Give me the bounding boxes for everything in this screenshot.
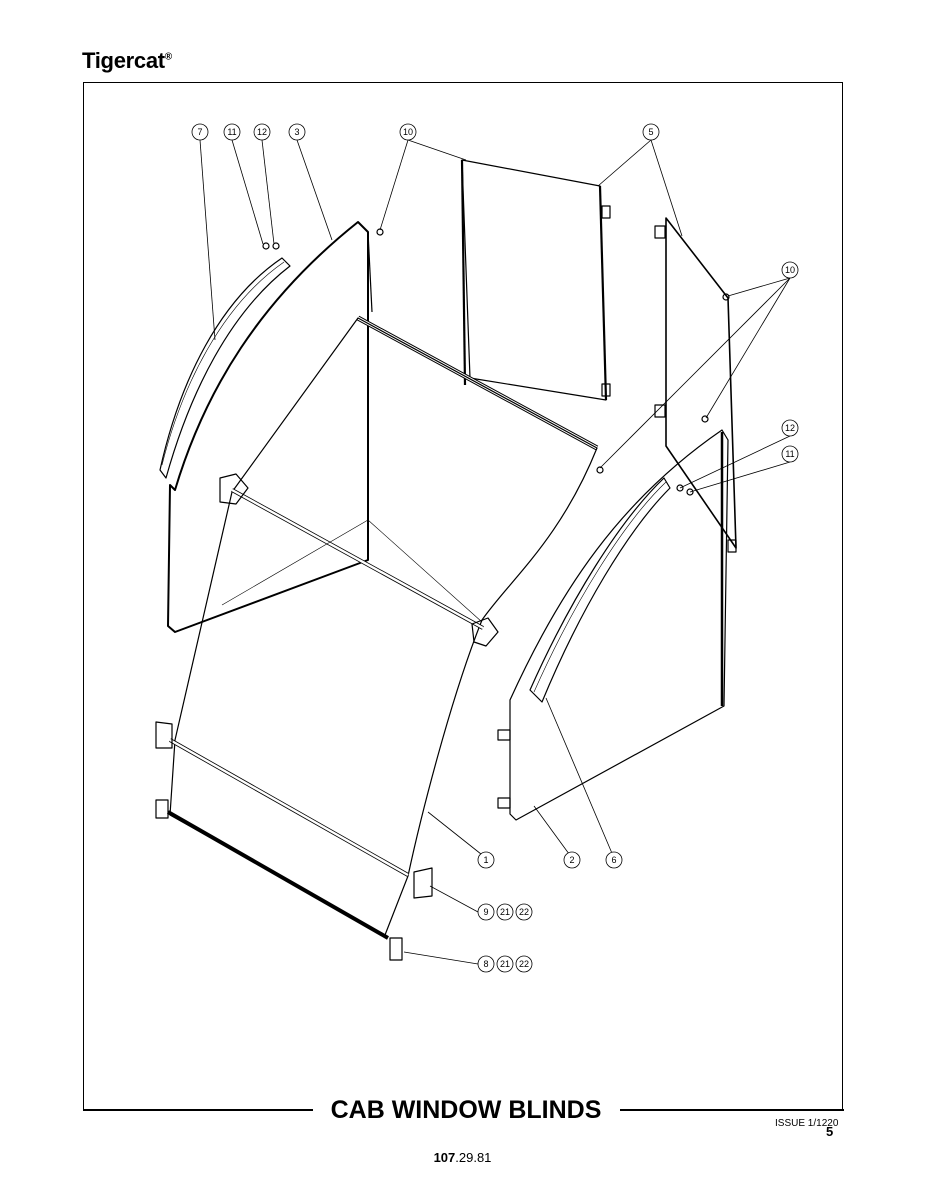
registered-mark: ® xyxy=(164,51,172,63)
issue-label: ISSUE 1/1220 xyxy=(775,1118,839,1129)
callout-22: 22 xyxy=(515,903,533,921)
svg-text:21: 21 xyxy=(500,959,510,969)
svg-text:7: 7 xyxy=(197,127,202,137)
svg-text:11: 11 xyxy=(227,127,236,137)
callout-10: 10 xyxy=(399,123,417,141)
svg-text:6: 6 xyxy=(611,855,616,865)
title-rule-right xyxy=(620,1109,844,1111)
svg-text:12: 12 xyxy=(257,127,267,137)
page-title: CAB WINDOW BLINDS xyxy=(330,1096,602,1124)
right-side-panel xyxy=(509,429,729,821)
right-rear-panel xyxy=(665,217,737,549)
front-blind xyxy=(169,317,598,936)
brand-logo: Tigercat® xyxy=(82,48,172,74)
svg-text:21: 21 xyxy=(500,907,510,917)
diagram-frame xyxy=(83,82,843,1110)
svg-text:2: 2 xyxy=(569,855,574,865)
right-curved-trim xyxy=(529,477,671,703)
bottom-roller xyxy=(167,810,389,940)
rear-panel xyxy=(461,159,607,401)
callout-8: 8 xyxy=(477,955,495,973)
page-number: 5 xyxy=(826,1124,834,1139)
callout-11: 11 xyxy=(223,123,241,141)
svg-text:8: 8 xyxy=(483,959,488,969)
callout-22: 22 xyxy=(515,955,533,973)
brand-name: Tigercat xyxy=(82,48,165,73)
callout-11: 11 xyxy=(781,445,799,463)
callout-21: 21 xyxy=(496,955,514,973)
svg-text:22: 22 xyxy=(519,907,529,917)
callout-9: 9 xyxy=(477,903,495,921)
callout-12: 12 xyxy=(253,123,271,141)
left-side-panel xyxy=(167,221,369,633)
title-rule-left xyxy=(83,1109,313,1111)
callout-7: 7 xyxy=(191,123,209,141)
callout-1: 1 xyxy=(477,851,495,869)
callout-5: 5 xyxy=(642,123,660,141)
svg-text:10: 10 xyxy=(403,127,413,137)
document-number: 107.29.81 xyxy=(0,1150,925,1165)
svg-text:5: 5 xyxy=(648,127,653,137)
svg-text:3: 3 xyxy=(294,127,299,137)
svg-text:9: 9 xyxy=(483,907,488,917)
callout-2: 2 xyxy=(563,851,581,869)
svg-text:1: 1 xyxy=(483,855,488,865)
doc-number-prefix: 107 xyxy=(433,1150,456,1165)
callout-3: 3 xyxy=(288,123,306,141)
left-curved-trim xyxy=(159,257,291,479)
svg-text:10: 10 xyxy=(785,265,795,275)
svg-text:12: 12 xyxy=(785,423,795,433)
svg-text:22: 22 xyxy=(519,959,529,969)
svg-text:11: 11 xyxy=(785,449,794,459)
callout-6: 6 xyxy=(605,851,623,869)
callout-21: 21 xyxy=(496,903,514,921)
callout-10: 10 xyxy=(781,261,799,279)
doc-number-suffix: .29.81 xyxy=(455,1150,492,1165)
callout-12: 12 xyxy=(781,419,799,437)
